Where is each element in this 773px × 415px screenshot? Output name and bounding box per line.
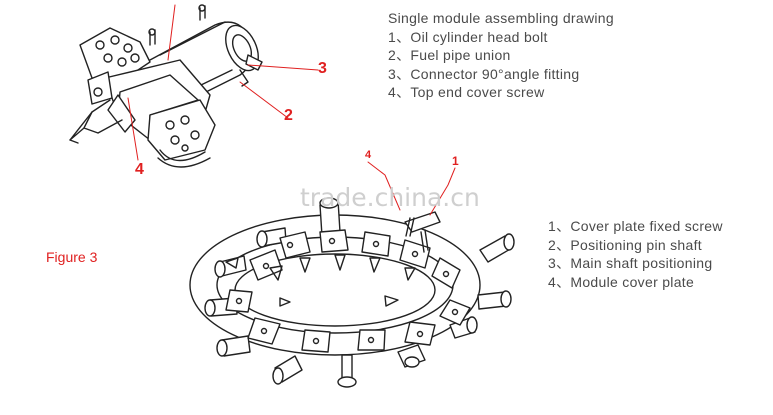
top-legend-item: 3、Connector 90°angle fitting (388, 65, 580, 82)
callout-4: 4 (135, 161, 144, 178)
figure-label: Figure 3 (46, 249, 98, 265)
bottom-legend-item: 3、Main shaft positioning (548, 255, 713, 271)
bottom-legend-item: 1、Cover plate fixed screw (548, 218, 723, 234)
bottom-legend-item: 2、Positioning pin shaft (548, 236, 702, 253)
top-legend-title: Single module assembling drawing (388, 10, 614, 26)
bottom-legend: 1、Cover plate fixed screw 2、Positioning … (548, 217, 723, 291)
top-legend-item: 2、Fuel pipe union (388, 47, 511, 63)
top-legend: Single module assembling drawing 1、Oil c… (388, 9, 614, 102)
top-legend-item: 4、Top end cover screw (388, 84, 545, 100)
watermark: trade.china.cn (300, 183, 480, 212)
callout-2: 2 (284, 107, 293, 124)
top-legend-item: 1、Oil cylinder head bolt (388, 28, 548, 45)
ring-assembly-drawing (189, 197, 515, 388)
callout-ring-1: 1 (452, 154, 459, 168)
bottom-legend-item: 4、Module cover plate (548, 273, 695, 290)
single-module-drawing (69, 4, 263, 168)
callout-3: 3 (318, 60, 327, 77)
callout-ring-4: 4 (365, 149, 372, 161)
